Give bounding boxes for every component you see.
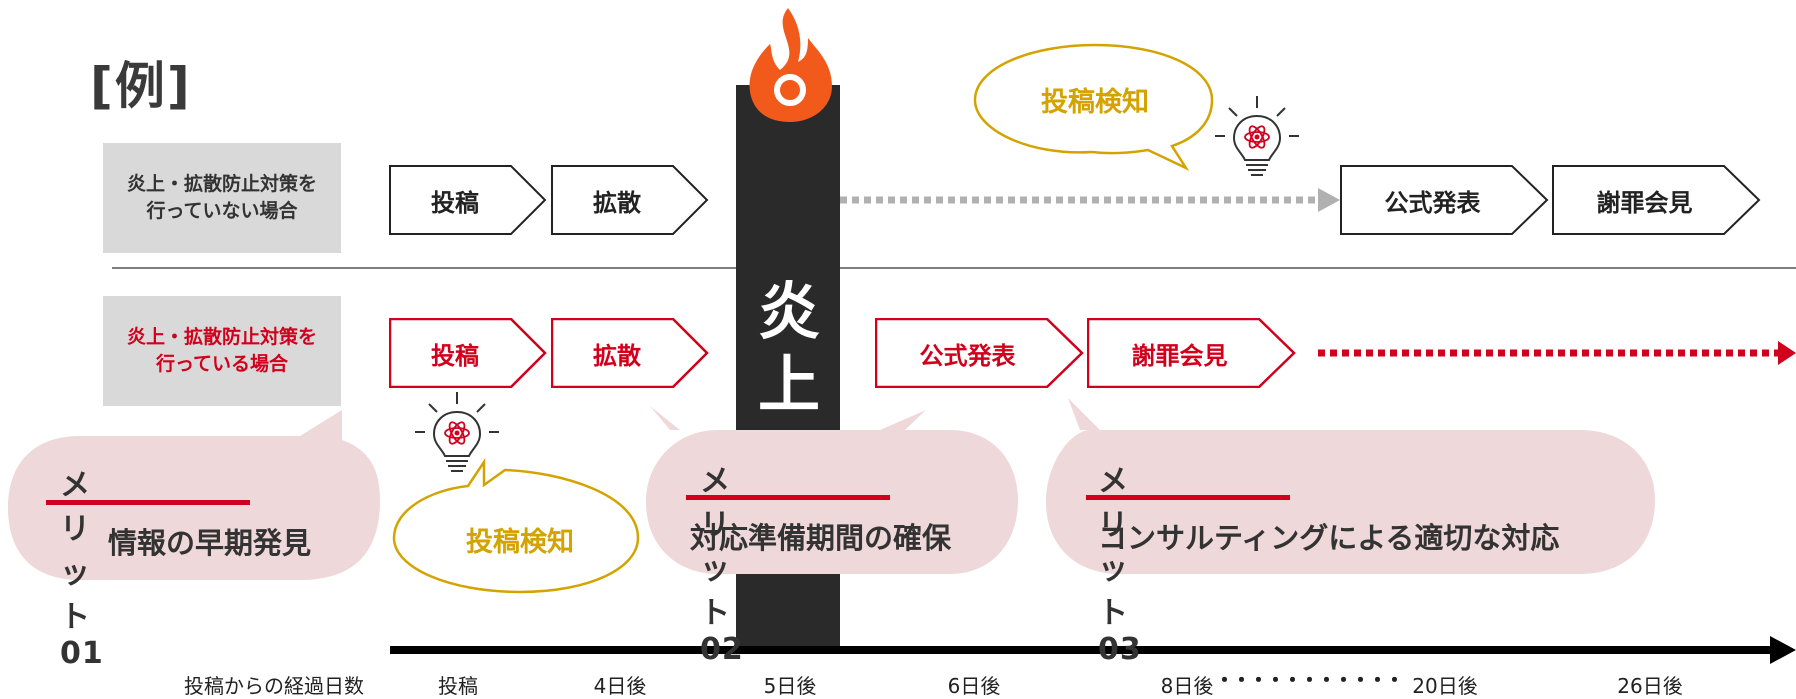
merit-bubble-02 [646, 406, 1018, 574]
merit-title: メリット01 [60, 468, 104, 671]
timeline-tick: 5日後 [763, 674, 817, 698]
timeline-tick: 8日後 [1160, 674, 1214, 698]
row-label-with-measures: 炎上・拡散防止対策を行っている場合 [103, 296, 341, 406]
step-apology-with: 謝罪会見 [1087, 318, 1297, 388]
step-post-without: 投稿 [389, 165, 547, 235]
merit-underline [46, 500, 250, 505]
step-announcement-with: 公式発表 [875, 318, 1085, 388]
step-label: 拡散 [593, 341, 641, 370]
step-announcement-without: 公式発表 [1340, 165, 1550, 235]
step-label: 公式発表 [919, 341, 1016, 370]
timeline-tick: 4日後 [593, 674, 647, 698]
step-label: 謝罪会見 [1596, 188, 1693, 217]
step-post-with: 投稿 [389, 318, 547, 388]
merit-title: メリット02 [700, 464, 744, 667]
page-title: [例] [90, 57, 192, 115]
merit-title: メリット03 [1098, 464, 1142, 667]
step-apology-without: 謝罪会見 [1552, 165, 1762, 235]
row-label-line: 炎上・拡散防止対策を [126, 173, 317, 195]
timeline-label: 投稿からの経過日数 [184, 674, 364, 698]
lightbulb-icon [415, 392, 499, 472]
merit-bubble-01 [8, 410, 380, 580]
step-label: 拡散 [593, 188, 641, 217]
detection-label-top: 投稿検知 [1041, 87, 1149, 118]
step-label: 投稿 [431, 188, 479, 217]
row-label-line: 炎上・拡散防止対策を [126, 326, 317, 348]
row-label-line: 行っている場合 [155, 353, 289, 375]
lightbulb-icon [1215, 96, 1299, 176]
flare-up-char: 炎 [757, 275, 820, 348]
detection-label-bottom: 投稿検知 [466, 527, 574, 558]
timeline-tick: 投稿 [438, 674, 478, 698]
row-label-without-measures: 炎上・拡散防止対策を行っていない場合 [103, 143, 341, 253]
flare-up-char: 上 [757, 348, 820, 421]
detection-bubble-top [973, 43, 1214, 171]
row-label-line: 行っていない場合 [146, 200, 298, 222]
merit-description: 対応準備期間の確保 [690, 521, 952, 555]
timeline-tick: 26日後 [1617, 674, 1683, 698]
timeline-tick: 6日後 [947, 674, 1001, 698]
merit-underline [686, 495, 890, 500]
merit-description: 情報の早期発見 [108, 526, 312, 560]
merit-description: コンサルティングによる適切な対応 [1098, 521, 1560, 555]
step-label: 公式発表 [1384, 188, 1481, 217]
step-spread-with: 拡散 [551, 318, 709, 388]
step-label: 謝罪会見 [1131, 341, 1228, 370]
step-spread-without: 拡散 [551, 165, 709, 235]
continuation-connector-arrowhead [1778, 341, 1796, 365]
timeline-arrowhead [1770, 636, 1796, 664]
step-label: 投稿 [431, 341, 479, 370]
timeline-tick: 20日後 [1412, 674, 1478, 698]
timeline-ellipsis: ・・・・・・・・・・・ [1214, 668, 1405, 692]
flame-icon [749, 8, 832, 122]
merit-underline [1086, 495, 1290, 500]
delay-connector-arrowhead [1318, 188, 1340, 212]
detection-bubble-bottom [392, 457, 640, 594]
merit-bubble-03 [1046, 398, 1655, 574]
